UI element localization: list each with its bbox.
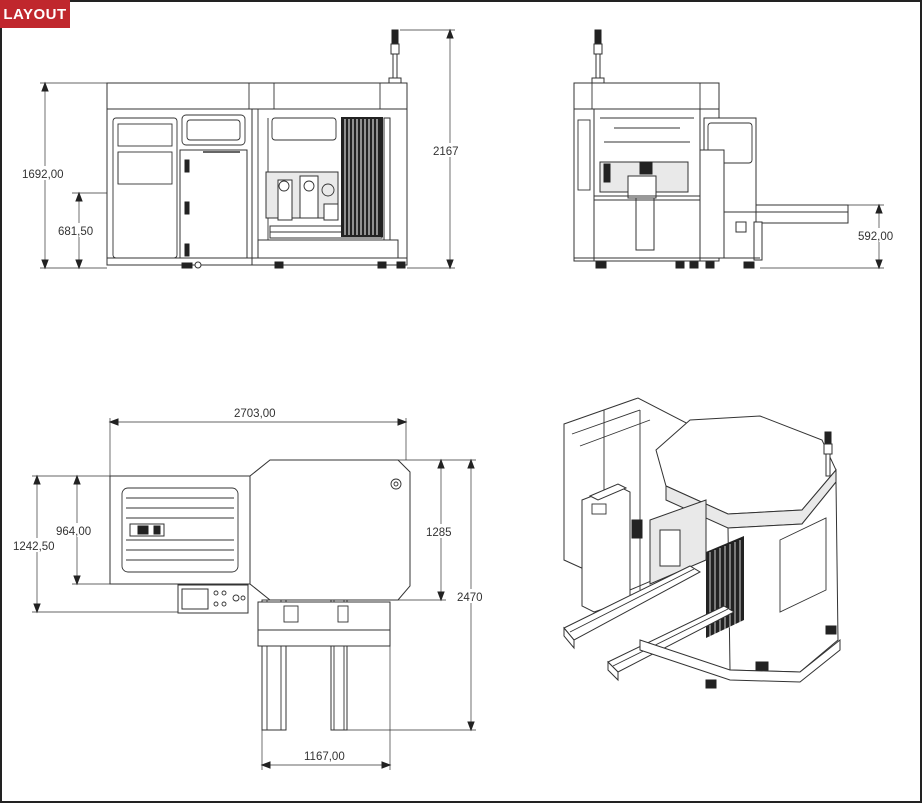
dim-total-width: 2703,00 xyxy=(234,408,276,420)
dim-inner-depth: 964,00 xyxy=(56,526,91,538)
dim-depth: 1242,50 xyxy=(13,541,55,553)
dim-total-height: 1692,00 xyxy=(22,169,64,181)
dim-total-length: 2470 xyxy=(457,592,483,604)
top-view xyxy=(12,405,490,770)
side-view xyxy=(573,29,902,270)
dim-right-depth: 1285 xyxy=(426,527,452,539)
dim-conveyor-height: 592,00 xyxy=(858,231,893,243)
signal-tower-icon xyxy=(823,431,833,477)
control-panel-icon xyxy=(177,584,249,614)
signal-tower-icon xyxy=(591,29,605,84)
dim-tower-height: 2167 xyxy=(433,146,459,158)
dim-conveyor-width: 1167,00 xyxy=(304,751,345,763)
dim-lower-height: 681,50 xyxy=(58,226,93,238)
signal-tower-icon xyxy=(388,29,402,84)
isometric-view xyxy=(563,397,841,689)
front-view xyxy=(20,28,466,270)
layout-tag: LAYOUT xyxy=(0,0,70,28)
